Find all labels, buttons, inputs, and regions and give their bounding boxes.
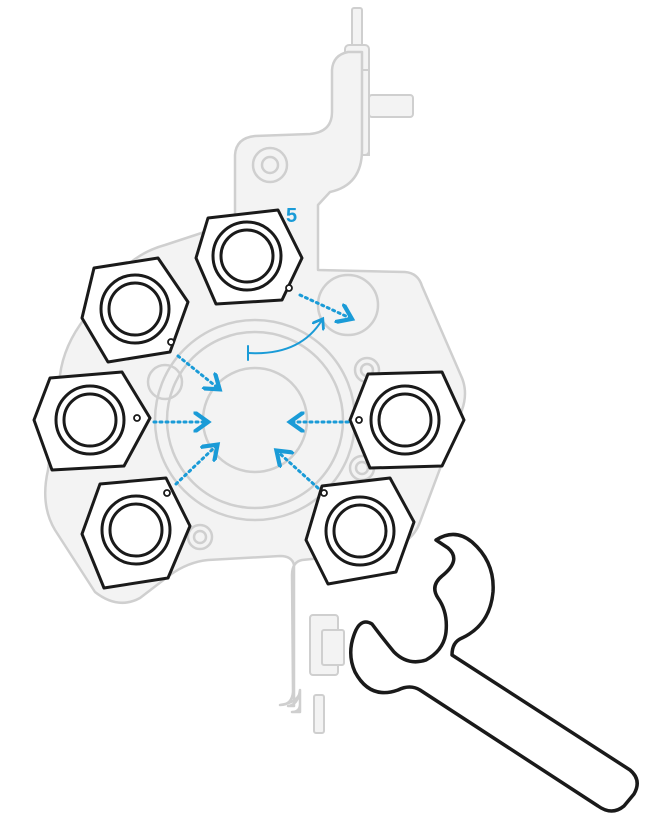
hex-nut-right bbox=[348, 370, 466, 470]
spanner-wrench-icon bbox=[349, 532, 639, 813]
step-number: 5 bbox=[286, 205, 297, 227]
arrow-upper-left-nut bbox=[176, 354, 218, 388]
arrow-lower-right-nut bbox=[278, 452, 320, 490]
rotation-arrow bbox=[247, 320, 322, 361]
arrow-top-nut-to-slot bbox=[298, 293, 350, 318]
hex-nut-upper-left bbox=[80, 256, 190, 364]
hex-nut-lower-right bbox=[304, 476, 416, 586]
hex-nut-lower-left bbox=[80, 476, 192, 590]
direction-arrows bbox=[152, 293, 350, 490]
hex-nut-left bbox=[32, 370, 152, 472]
hex-nut-top bbox=[194, 208, 304, 306]
arrow-lower-left-nut bbox=[174, 446, 216, 486]
bottom-connector bbox=[309, 614, 345, 734]
